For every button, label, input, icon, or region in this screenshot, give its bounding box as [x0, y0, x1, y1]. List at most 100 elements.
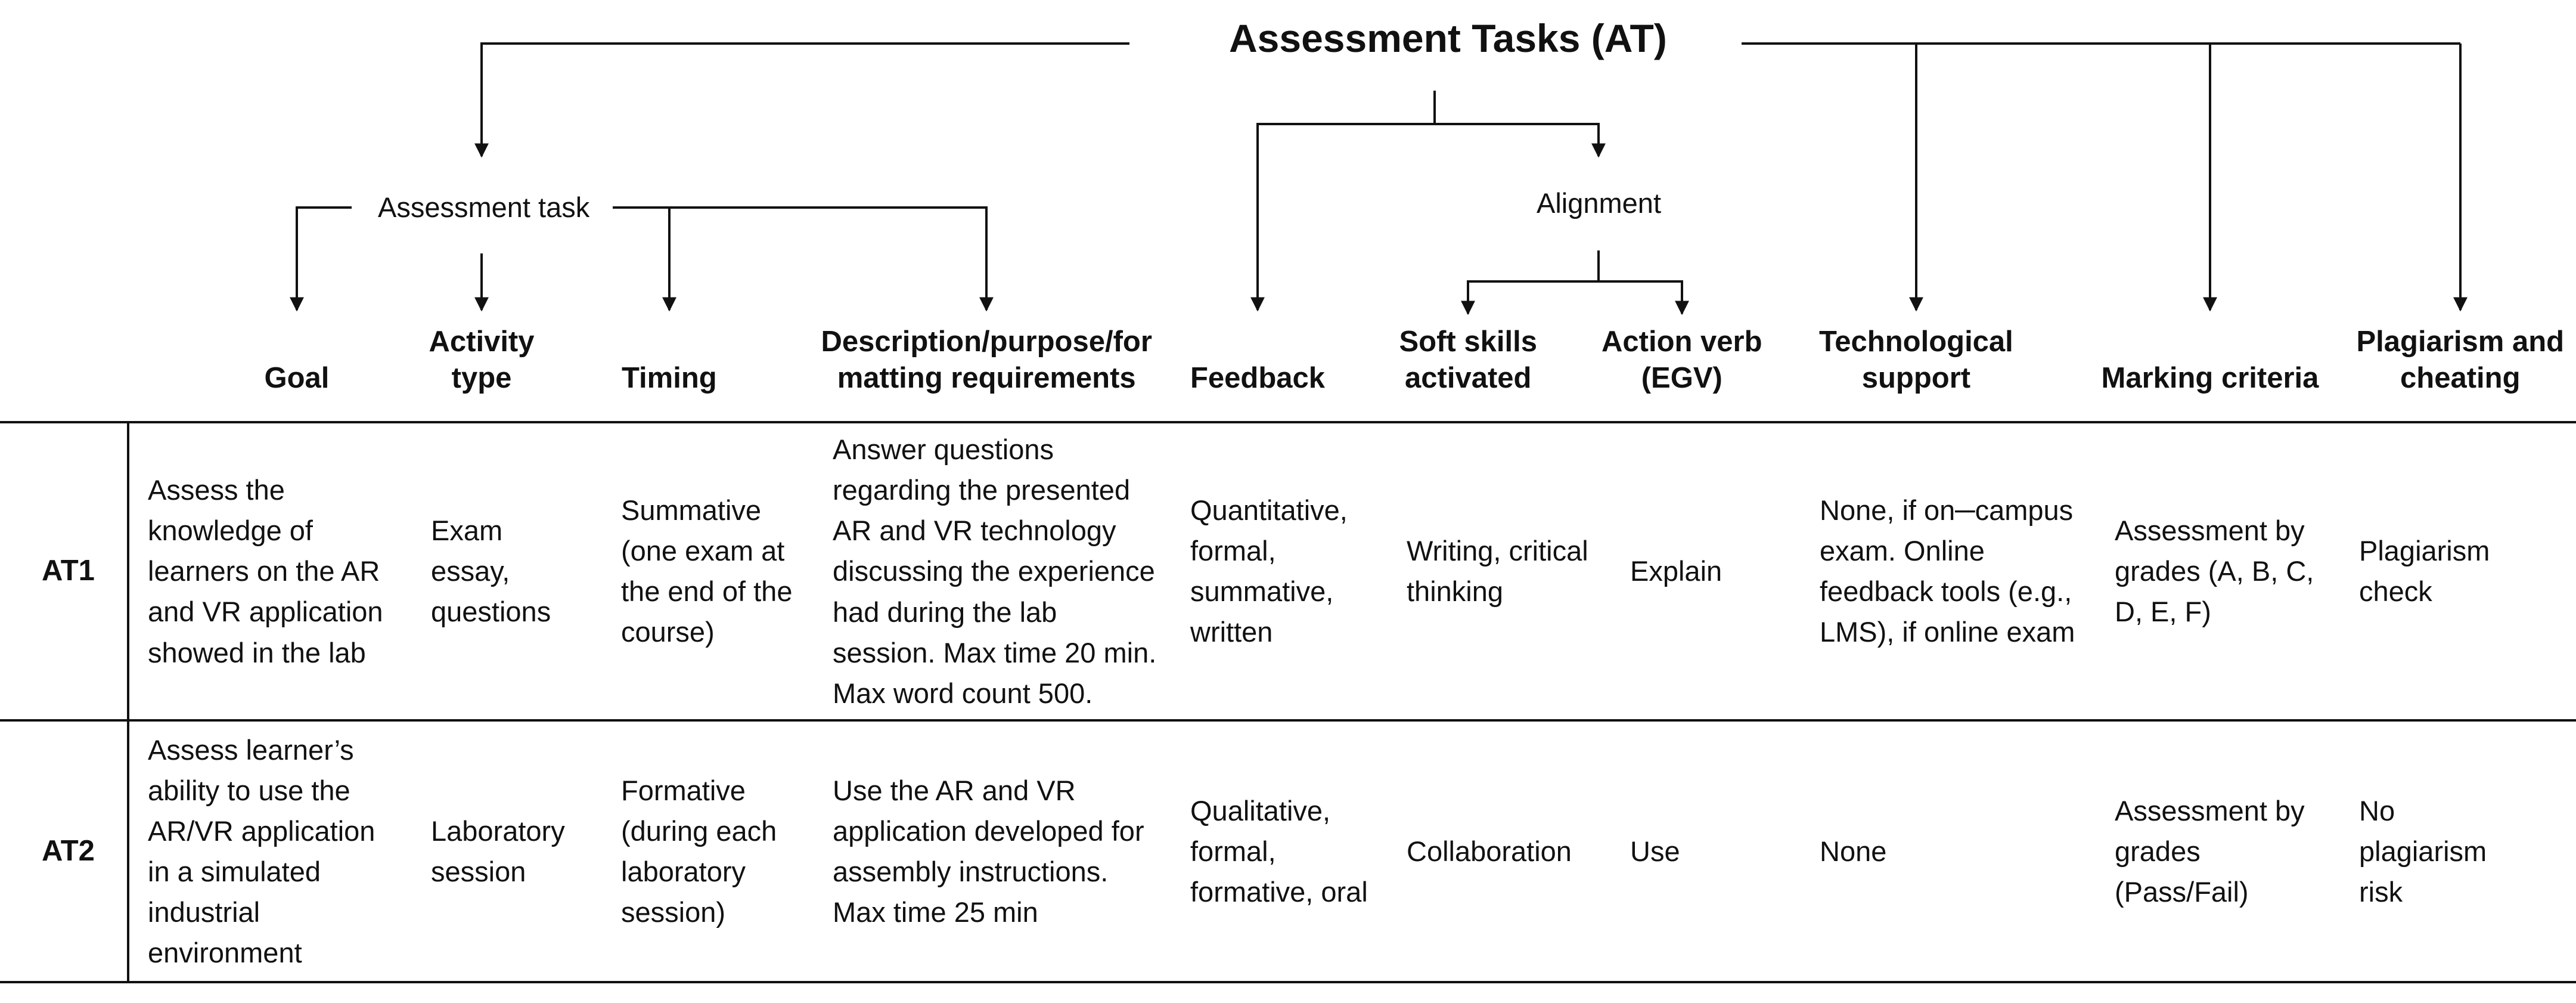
connector-title-left: [474, 42, 1129, 158]
node-alignment: Alignment: [1537, 187, 1661, 219]
column-header-line: Description/purpose/for: [821, 326, 1152, 358]
cell-line: (during each: [621, 815, 777, 847]
cell-line: Use the AR and VR: [833, 774, 1076, 806]
column-header-line: cheating: [2400, 362, 2521, 395]
cell-at2-soft-skills: Collaboration: [1407, 831, 1572, 872]
cell-line: Summative: [621, 494, 762, 526]
arrow-alignment: [1435, 123, 1606, 158]
cell-line: course): [621, 616, 715, 648]
column-header-line: (EGV): [1641, 362, 1722, 395]
cell-line: written: [1190, 616, 1273, 648]
cell-line: formative, oral: [1190, 875, 1368, 908]
cell-line: ability to use the: [148, 774, 350, 806]
cell-line: showed in the lab: [148, 636, 366, 668]
cell-at1-feedback: Quantitative, formal, summative, written: [1190, 490, 1348, 653]
cell-line: Writing, critical: [1407, 535, 1588, 566]
column-header-action-verb: Action verb (EGV): [1602, 324, 1762, 397]
column-header-line: Action verb: [1602, 326, 1762, 358]
cell-line: No: [2359, 794, 2395, 826]
cell-at1-plagiarism: Plagiarism check: [2359, 531, 2490, 612]
cell-line: Assessment by: [2115, 794, 2305, 826]
cell-line: application developed for: [833, 815, 1144, 847]
cell-line: regarding the presented: [833, 474, 1131, 506]
cell-line: and VR application: [148, 596, 383, 628]
column-header-line: type: [451, 362, 512, 395]
cell-line: knowledge of: [148, 515, 313, 547]
cell-at1-timing: Summative (one exam at the end of the cours…: [621, 490, 792, 653]
column-header-line: support: [1861, 362, 1971, 395]
arrow-soft-skills: [1461, 280, 1599, 315]
cell-line: had during the lab: [833, 596, 1057, 628]
cell-at1-action-verb: Explain: [1630, 551, 1722, 592]
cell-line: grades (A, B, C,: [2115, 555, 2314, 587]
row-label-at1: AT1: [42, 555, 95, 587]
cell-line: laboratory: [621, 855, 746, 887]
cell-line: Max time 25 min: [833, 896, 1038, 928]
cell-line: D, E, F): [2115, 596, 2211, 628]
cell-at1-goal: Assess the knowledge of learners on the AR…: [148, 470, 383, 673]
cell-line: check: [2359, 575, 2432, 608]
column-header-feedback: Feedback: [1190, 360, 1325, 397]
cell-at2-action-verb: Use: [1630, 831, 1680, 872]
cell-line: learners on the AR: [148, 555, 380, 587]
cell-line: grades: [2115, 835, 2201, 867]
column-header-plagiarism: Plagiarism and cheating: [2357, 324, 2565, 397]
column-header-line: Goal: [264, 362, 330, 394]
column-header-description: Description/purpose/for matting requireme…: [821, 324, 1152, 397]
column-header-line: Plagiarism and: [2356, 326, 2565, 358]
cell-line: None, if on─campus: [1820, 494, 2074, 526]
column-header-marking: Marking criteria: [2102, 360, 2319, 397]
cell-line: session: [431, 855, 526, 887]
cell-line: Qualitative,: [1190, 794, 1331, 826]
column-header-line: Timing: [622, 362, 717, 394]
cell-line: session): [621, 896, 726, 928]
column-header-line: matting requirements: [837, 362, 1136, 395]
cell-line: Assessment by: [2115, 515, 2305, 546]
cell-line: summative,: [1190, 575, 1334, 608]
cell-line: Assess learner’s: [148, 733, 354, 766]
cell-line: Answer questions: [833, 434, 1054, 465]
cell-line: questions: [431, 596, 551, 628]
column-header-line: Activity: [429, 326, 535, 358]
column-header-line: Marking criteria: [2101, 362, 2319, 394]
arrow-goal: [290, 206, 352, 312]
column-header-activity-type: Activity type: [429, 324, 535, 397]
cell-at1-activity-type: Exam essay, questions: [431, 510, 551, 632]
cell-line: discussing the experience: [833, 555, 1155, 587]
column-header-timing: Timing: [622, 360, 717, 397]
cell-line: essay,: [431, 555, 510, 587]
cell-line: Assess the: [148, 474, 285, 506]
cell-at2-tech-support: None: [1820, 831, 1886, 872]
cell-line: industrial: [148, 896, 260, 928]
cell-line: Collaboration: [1407, 835, 1572, 867]
node-assessment-task: Assessment task: [378, 191, 590, 223]
cell-line: Exam: [431, 515, 503, 546]
column-header-line: Feedback: [1190, 362, 1326, 394]
cell-at1-marking: Assessment by grades (A, B, C, D, E, F): [2115, 510, 2314, 632]
cell-line: Plagiarism: [2359, 535, 2490, 566]
arrow-feedback: [1250, 123, 1435, 312]
cell-line: Formative: [621, 774, 746, 806]
cell-line: None: [1820, 835, 1887, 867]
connector-at-right: [613, 206, 994, 312]
cell-line: LMS), if online exam: [1820, 616, 2075, 648]
cell-line: Quantitative,: [1190, 494, 1348, 526]
cell-line: formal,: [1190, 535, 1276, 567]
cell-line: (Pass/Fail): [2115, 875, 2249, 908]
cell-line: AR/VR application: [148, 815, 375, 847]
row-label-at2: AT2: [42, 834, 95, 867]
cell-line: the end of the: [621, 575, 793, 608]
cell-line: assembly instructions.: [833, 855, 1109, 887]
column-header-line: activated: [1405, 362, 1532, 395]
cell-at2-timing: Formative (during each laboratory session): [621, 770, 777, 933]
cell-line: (one exam at: [621, 535, 785, 567]
cell-at2-feedback: Qualitative, formal, formative, oral: [1190, 791, 1368, 912]
cell-line: session. Max time 20 min.: [833, 636, 1157, 668]
cell-line: formal,: [1190, 835, 1276, 867]
